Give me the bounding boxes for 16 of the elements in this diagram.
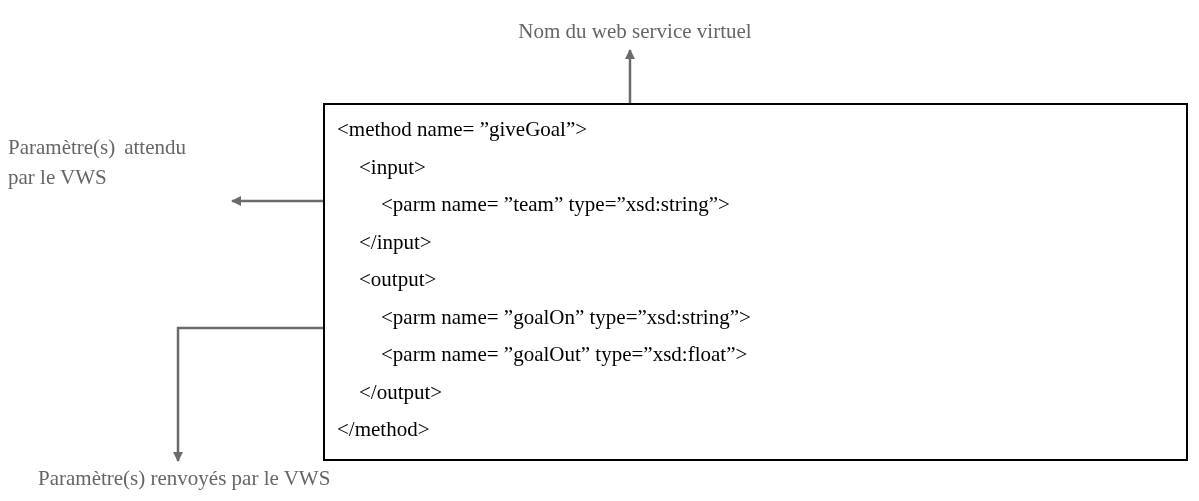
code-line: </input> <box>359 229 432 254</box>
arrow <box>231 196 323 206</box>
code-box <box>323 103 1188 461</box>
code-line: </output> <box>359 379 443 404</box>
code-line: <input> <box>359 154 426 179</box>
code-line: <parm name= ”goalOut” type=”xsd:float”> <box>381 342 748 366</box>
annotation-text: Paramètre(s) renvoyés par le VWS <box>38 463 458 493</box>
arrow <box>625 49 635 103</box>
annotation-text: Paramètre(s) attendu par le VWS <box>8 132 232 192</box>
code-line: <output> <box>359 267 437 291</box>
code-line: <parm name= ”goalOn” type=”xsd:string”> <box>381 304 751 329</box>
code-line: <method name= ”giveGoal”> <box>337 117 588 141</box>
code-line: </method> <box>337 417 430 441</box>
code-line: <parm name= ”team” type=”xsd:string”> <box>381 192 730 216</box>
annotation-text: Nom du web service virtuel <box>455 16 815 46</box>
arrow <box>173 326 323 462</box>
